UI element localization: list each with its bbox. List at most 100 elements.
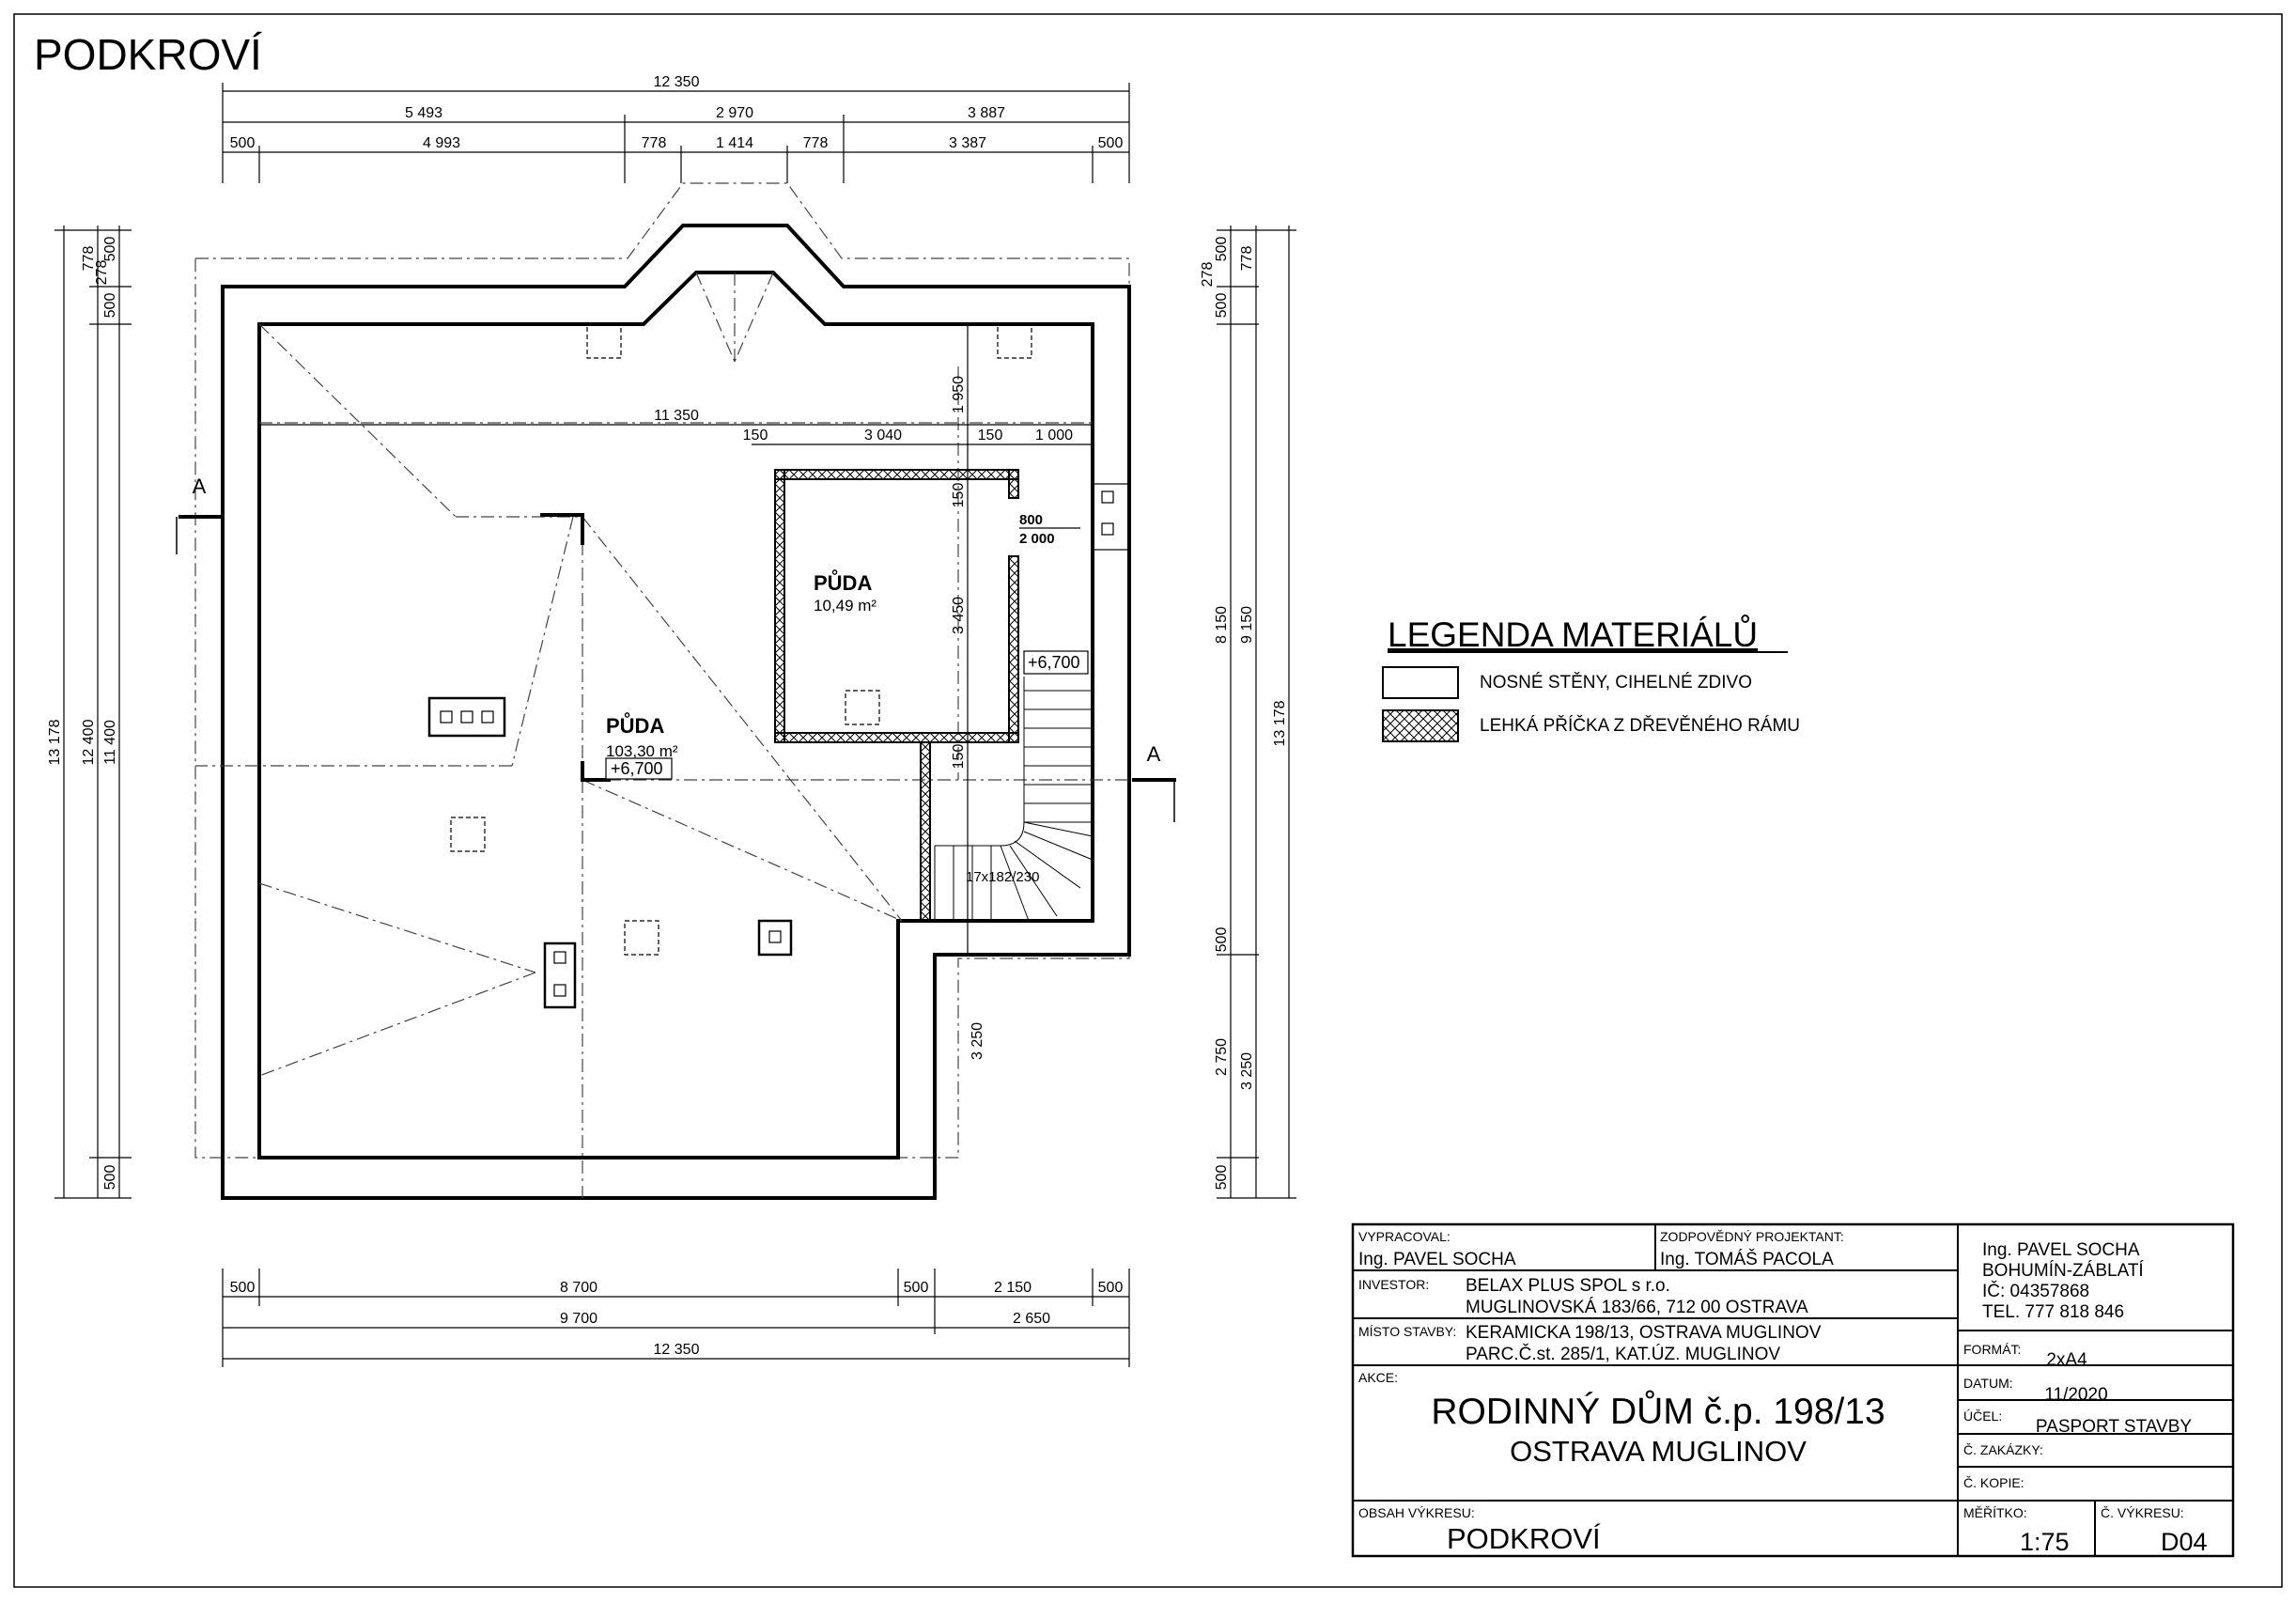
tb-investor-label: INVESTOR: xyxy=(1358,1277,1429,1292)
dim-right-s5: 2 750 xyxy=(1214,1038,1230,1076)
dim-left-total: 13 178 xyxy=(47,719,63,765)
dim-bot-total: 12 350 xyxy=(654,1342,700,1358)
legend-swatch-blank xyxy=(1382,666,1459,699)
level-large-room: +6,700 xyxy=(611,759,663,778)
interior-dimensions: 11 350 150 3 040 150 1 000 1 950 150 3 4… xyxy=(259,324,1093,1060)
room-name-large: PŮDA xyxy=(606,711,664,738)
dim-inner-width: 11 350 xyxy=(654,408,699,424)
dim-room-1: 3 040 xyxy=(864,428,902,444)
tb-vykres: D04 xyxy=(2161,1528,2208,1556)
dim-bot-r1-1: 8 700 xyxy=(560,1280,597,1296)
tb-format: 2xA4 xyxy=(2046,1350,2087,1370)
title-block: VYPRACOVAL: Ing. PAVEL SOCHA ZODPOVĚDNÝ … xyxy=(1351,1222,2235,1558)
tb-misto-1: KERAMICKA 198/13, OSTRAVA MUGLINOV xyxy=(1466,1323,1822,1343)
dim-right-s7: 500 xyxy=(1214,1165,1230,1191)
dim-left-s3: 500 xyxy=(102,293,118,319)
dim-right-3: 13 178 xyxy=(1272,700,1288,746)
dim-left-s2: 500 xyxy=(102,237,118,262)
tb-vypracoval: Ing. PAVEL SOCHA xyxy=(1358,1250,1516,1269)
room-area-small: 10,49 m² xyxy=(814,597,877,615)
tb-format-label: FORMÁT: xyxy=(1963,1342,2021,1357)
legend-swatch-hatch xyxy=(1382,709,1459,742)
top-dimensions: 12 350 5 493 2 970 3 887 500 4 993 778 1… xyxy=(222,74,1130,183)
dim-left-s4: 500 xyxy=(102,1165,118,1191)
dim-top-total: 12 350 xyxy=(654,74,700,90)
dim-top-r3-3: 1 414 xyxy=(716,135,753,151)
dim-v-3450: 3 450 xyxy=(951,597,967,634)
door-height: 2 000 xyxy=(1019,531,1055,547)
dim-left-s1: 278 xyxy=(94,260,110,286)
dim-room-0: 150 xyxy=(743,428,768,444)
floor-plan: A A 800 2 000 xyxy=(176,182,1176,1200)
tb-zakazky-label: Č. ZAKÁZKY: xyxy=(1963,1442,2043,1457)
dim-left-3: 11 400 xyxy=(102,720,118,765)
dim-bot-r1-3: 2 150 xyxy=(994,1280,1032,1296)
dim-left-2: 12 400 xyxy=(81,719,97,765)
bottom-dimensions: 500 8 700 500 2 150 500 9 700 2 650 12 3… xyxy=(222,1268,1130,1367)
dim-bot-r1-4: 500 xyxy=(1098,1280,1124,1296)
dim-v-150b: 150 xyxy=(951,744,967,770)
tb-kopie-label: Č. KOPIE: xyxy=(1963,1475,2025,1490)
dim-top-r3-6: 500 xyxy=(1098,135,1124,151)
dim-right-1: 8 150 xyxy=(1214,606,1230,644)
dim-bot-r2-0: 9 700 xyxy=(560,1311,597,1327)
tb-akce-1: RODINNÝ DŮM č.p. 198/13 xyxy=(1431,1390,1885,1432)
sheet-frame xyxy=(13,13,2283,1588)
dim-bot-r2-1: 2 650 xyxy=(1013,1311,1050,1327)
window-symbols xyxy=(450,323,1129,956)
dim-v-150a: 150 xyxy=(951,483,967,508)
section-mark-right: A xyxy=(1147,742,1161,766)
tb-ucel-label: ÚČEL: xyxy=(1963,1408,2002,1424)
tb-projektant-label: ZODPOVĚDNÝ PROJEKTANT: xyxy=(1660,1229,1844,1244)
tb-vykres-label: Č. VÝKRESU: xyxy=(2101,1505,2184,1520)
dim-right-s0: 500 xyxy=(1214,237,1230,262)
tb-projektant: Ing. TOMÁŠ PACOLA xyxy=(1660,1249,1834,1269)
staircase xyxy=(934,677,1094,922)
tb-meritko-label: MĚŘÍTKO: xyxy=(1963,1505,2027,1520)
room-name-small: PŮDA xyxy=(814,568,872,595)
dim-left-s0: 778 xyxy=(81,246,97,272)
dim-top-r3-0: 500 xyxy=(230,135,256,151)
dim-top-r3-5: 3 387 xyxy=(949,135,986,151)
tb-company-1: Ing. PAVEL SOCHA xyxy=(1982,1240,2140,1260)
level-stairs: +6,700 xyxy=(1028,653,1080,672)
dim-bot-r1-0: 500 xyxy=(230,1280,256,1296)
tb-vypracoval-label: VYPRACOVAL: xyxy=(1358,1229,1451,1244)
tb-datum: 11/2020 xyxy=(2044,1385,2107,1405)
door-width: 800 xyxy=(1019,512,1043,528)
dim-right-s6: 3 250 xyxy=(1239,1052,1255,1090)
dim-top-c: 3 887 xyxy=(968,105,1005,121)
dim-right-s2: 278 xyxy=(1200,262,1216,288)
drawing-title: PODKROVÍ xyxy=(34,30,262,79)
legend-title: LEGENDA MATERIÁLŮ xyxy=(1388,615,1758,654)
tb-investor-1: BELAX PLUS SPOL s r.o. xyxy=(1466,1276,1670,1296)
dim-top-r3-2: 778 xyxy=(642,135,667,151)
tb-obsah: PODKROVÍ xyxy=(1447,1522,1601,1555)
legend-item-1: NOSNÉ STĚNY, CIHELNÉ ZDIVO xyxy=(1480,672,1752,693)
dim-bot-r1-2: 500 xyxy=(904,1280,929,1296)
tb-misto-label: MÍSTO STAVBY: xyxy=(1358,1324,1456,1339)
dim-right-2: 9 150 xyxy=(1239,606,1255,644)
roof-outline xyxy=(194,182,1130,1159)
right-dimensions: 8 150 9 150 13 178 500 778 278 500 500 2… xyxy=(1200,226,1296,1199)
tb-datum-label: DATUM: xyxy=(1963,1376,2013,1391)
outer-wall xyxy=(221,224,1131,1200)
section-mark-left: A xyxy=(193,475,207,498)
dim-right-s4: 500 xyxy=(1214,927,1230,953)
dim-v-1950: 1 950 xyxy=(951,376,967,413)
room-area-large: 103,30 m² xyxy=(606,742,678,760)
tb-company-3: IČ: 04357868 xyxy=(1982,1281,2089,1301)
dim-top-r3-4: 778 xyxy=(803,135,829,151)
tb-investor-2: MUGLINOVSKÁ 183/66, 712 00 OSTRAVA xyxy=(1466,1298,1808,1317)
tb-ucel: PASPORT STAVBY xyxy=(2036,1417,2192,1437)
tb-akce-2: OSTRAVA MUGLINOV xyxy=(1510,1435,1807,1468)
tb-obsah-label: OBSAH VÝKRESU: xyxy=(1358,1505,1475,1520)
dim-room-2: 150 xyxy=(978,428,1003,444)
dim-room-3: 1 000 xyxy=(1035,428,1073,444)
tb-misto-2: PARC.Č.st. 285/1, KAT.ÚZ. MUGLINOV xyxy=(1466,1344,1780,1364)
dim-top-b: 2 970 xyxy=(716,105,753,121)
attic-room-walls xyxy=(774,469,1019,922)
dim-right-s1: 778 xyxy=(1239,246,1255,272)
stair-spec: 17x182/230 xyxy=(966,869,1039,885)
